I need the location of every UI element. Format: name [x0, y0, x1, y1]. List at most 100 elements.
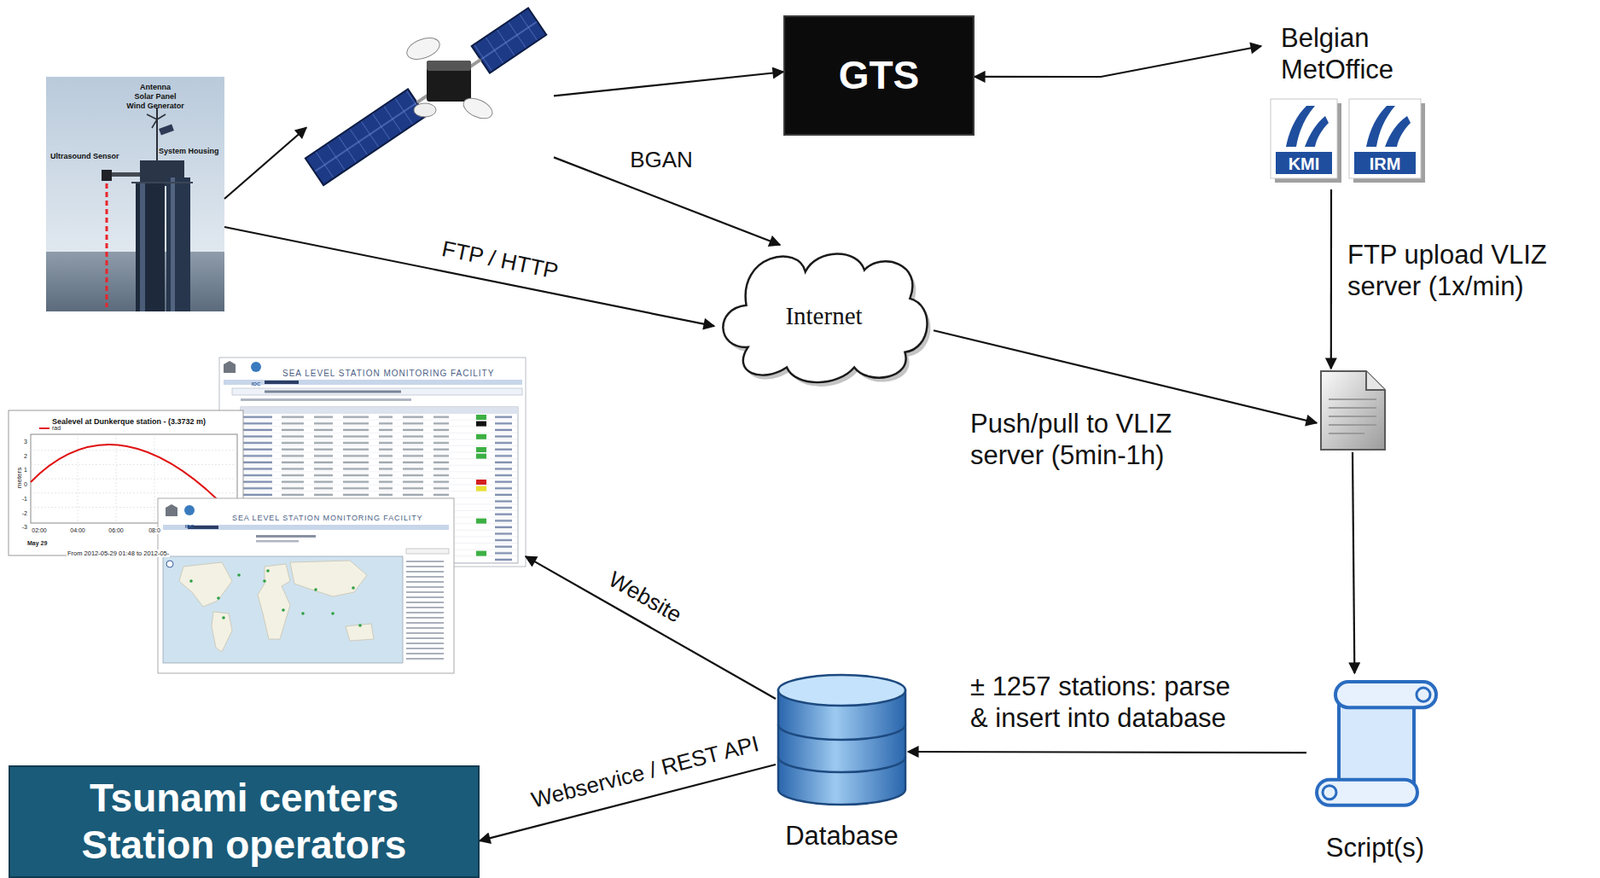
station-map-screenshot — [211, 611, 233, 652]
node-caption: Database — [785, 820, 899, 852]
station-map-screenshot — [162, 524, 449, 530]
station-table-screenshot — [264, 390, 402, 394]
text-slot: 08:0 — [147, 520, 162, 536]
edge-label: FTP / HTTP — [438, 235, 562, 286]
document-lines — [1328, 399, 1377, 434]
axis-tick: 04:00 — [69, 527, 87, 535]
text-slot: Sealevel at Dunkerque station - (3.3732 … — [51, 412, 207, 428]
logo-text: IOC — [185, 523, 195, 530]
station-map-screenshot — [216, 596, 221, 600]
document-lines — [1328, 432, 1365, 435]
edge-label: Webservice / REST API — [528, 730, 763, 815]
tide-gauge-photo — [135, 182, 165, 312]
station-map-screenshot — [189, 579, 193, 583]
satellite-picture — [426, 60, 472, 102]
text-slot: Ultrasound Sensor — [50, 146, 120, 163]
text-slot: 06:00 — [107, 520, 125, 536]
logo-text: IOC — [251, 381, 262, 388]
tide-gauge-photo — [46, 76, 225, 312]
script: Script(s) — [1306, 673, 1444, 867]
sea-level-chart-screenshot — [154, 434, 156, 524]
text-slot: IRM — [1369, 153, 1402, 175]
station-map-screenshot — [157, 498, 454, 674]
text-slot: Tsunami centers Station operators — [39, 774, 449, 869]
irm-logo — [1349, 98, 1426, 183]
box-title: GTS — [838, 52, 920, 99]
document-lines — [1328, 415, 1377, 418]
audience-box: Tsunami centers Station operators — [8, 765, 480, 878]
text-slot: Internet — [785, 301, 862, 332]
axis-tick: 1 — [23, 466, 28, 474]
irm-logo — [1349, 98, 1421, 179]
station-map-screenshot — [266, 569, 270, 573]
edge-label: BGAN — [628, 146, 694, 174]
tide-gauge-photo — [157, 114, 166, 120]
edge-label: FTP upload VLIZ server (1x/min) — [1346, 238, 1565, 303]
station-map-screenshot — [256, 540, 299, 543]
axis-tick: 0 — [23, 481, 28, 489]
station-map-screenshot — [257, 564, 291, 640]
station-map-screenshot — [221, 616, 226, 620]
edge-label-slot: Website — [603, 565, 687, 629]
connector-arrow — [1352, 452, 1355, 674]
chart-range: From 2012-05-29 01:48 to 2012-05- — [66, 549, 170, 558]
text-slot: Wind Generator — [126, 96, 184, 112]
text-slot: Database — [785, 820, 899, 852]
axis-tick: 2 — [23, 453, 28, 460]
file-icon-shape — [1316, 368, 1389, 453]
station-map-screenshot — [406, 558, 451, 660]
text-slot: meters — [9, 467, 25, 489]
connector-arrow — [974, 46, 1262, 77]
text-slot: 1 — [8, 459, 28, 476]
station-table-screenshot — [476, 518, 487, 524]
document-lines — [1328, 407, 1377, 409]
edge-label: ± 1257 stations: parse & insert into dat… — [969, 670, 1247, 734]
station-map-screenshot — [262, 579, 267, 583]
tide-gauge-photo — [170, 177, 175, 312]
tide-gauge-photo — [131, 181, 193, 184]
station-table-screenshot — [476, 551, 487, 557]
station-map-screenshot — [184, 505, 195, 516]
document-fold — [1366, 371, 1385, 390]
database: Database — [775, 673, 908, 856]
legend-line-sample — [39, 426, 50, 431]
axis-tick: 08:0 — [147, 527, 162, 535]
node-caption: Script(s) — [1326, 832, 1425, 864]
organisation-name: Belgian MetOffice — [1280, 22, 1433, 86]
box-title: Tsunami centers Station operators — [39, 774, 449, 869]
part-name: Ultrasound Sensor — [50, 151, 120, 162]
station-map-screenshot — [162, 556, 403, 664]
tide-gauge-photo — [105, 183, 109, 308]
text-slot: -3 — [8, 517, 28, 533]
station-map-screenshot — [256, 535, 316, 538]
station-table-screenshot — [240, 407, 518, 414]
irm-logo — [1354, 151, 1416, 175]
legend-item: rad — [39, 424, 61, 432]
satellite-picture — [413, 103, 437, 117]
connector-arrow — [553, 71, 784, 96]
station-table-screenshot — [476, 421, 487, 427]
kmi-logo — [1304, 116, 1329, 147]
station-map-screenshot — [157, 498, 454, 674]
edge-label-slot: FTP upload VLIZ server (1x/min) — [1346, 238, 1565, 303]
station-table-screenshot — [223, 360, 236, 373]
station-map-screenshot — [166, 560, 174, 568]
tide-gauge-photo — [46, 76, 225, 312]
station-map-screenshot — [331, 611, 335, 616]
axis-date: May 29 — [27, 540, 47, 547]
station-table-screenshot — [476, 447, 487, 453]
station-map-screenshot — [237, 573, 241, 577]
text-slot: SEA LEVEL STATION MONITORING FACILITY — [282, 364, 495, 380]
connector-arrow — [907, 751, 1307, 753]
cylinder-band — [778, 724, 906, 740]
logo-text: KMI — [1288, 153, 1321, 175]
station-table-screenshot — [476, 434, 487, 440]
sea-level-chart-screenshot — [30, 464, 238, 466]
cloud-label: Internet — [785, 301, 862, 332]
station-map-screenshot — [179, 562, 233, 607]
scroll-curl — [1322, 785, 1337, 800]
text-slot: IOC — [251, 373, 262, 390]
